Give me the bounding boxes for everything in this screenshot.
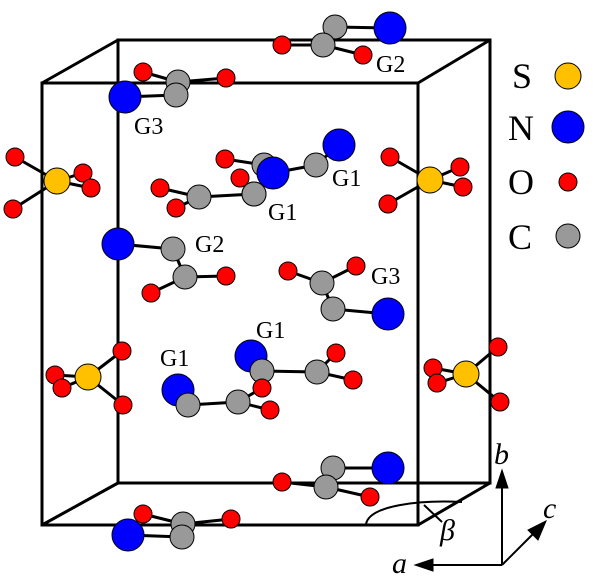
atom-n — [101, 227, 135, 261]
c-axis-label: c — [543, 492, 556, 525]
atom-o — [360, 487, 380, 507]
atom-o — [141, 283, 161, 303]
atom-o — [380, 147, 400, 167]
atom-o — [215, 149, 235, 169]
atom-o — [353, 45, 373, 65]
atom-c — [322, 14, 348, 40]
atom-n — [371, 451, 405, 485]
atom-s — [416, 166, 444, 194]
cell-edge — [417, 38, 491, 85]
atom-o — [272, 472, 292, 492]
group-label: G3 — [371, 264, 400, 290]
group-label: G2 — [195, 232, 224, 258]
cell-edge — [41, 38, 119, 85]
atom-o — [150, 178, 170, 198]
atom-o — [216, 68, 236, 88]
cell-edge — [417, 481, 491, 527]
atom-c — [160, 236, 186, 262]
legend-swatch-s — [554, 62, 582, 90]
legend-label-o: O — [508, 162, 534, 202]
atom-o — [278, 261, 298, 281]
atom-o — [252, 378, 272, 398]
atom-c — [313, 474, 339, 500]
legend-swatch-o — [558, 172, 578, 192]
atom-o — [216, 266, 236, 286]
atom-o — [73, 163, 93, 183]
atom-o — [378, 194, 398, 214]
atom-c — [309, 270, 335, 296]
atom-o — [113, 395, 133, 415]
atom-o — [5, 147, 25, 167]
atom-c — [241, 181, 267, 207]
atom-o — [346, 256, 366, 276]
atom-n — [373, 11, 407, 45]
beta-angle-label: β — [439, 514, 455, 547]
atom-o — [260, 400, 280, 420]
atom-n — [108, 80, 142, 114]
atom-c — [172, 264, 198, 290]
axis-indicator — [365, 468, 547, 572]
legend-label-n: N — [508, 108, 534, 148]
group-label: G1 — [268, 200, 297, 226]
beta-angle-tick — [423, 504, 443, 523]
cell-front-face — [40, 81, 420, 527]
group-label: G2 — [376, 52, 405, 78]
group-label: G1 — [160, 346, 189, 372]
b-axis-label: b — [494, 438, 509, 471]
atom-n — [111, 518, 145, 552]
cell-edge — [41, 481, 119, 527]
atom-o — [427, 373, 447, 393]
atom-c — [163, 82, 189, 108]
atom-c — [169, 524, 195, 550]
atom-c — [310, 32, 336, 58]
a-axis-label: a — [392, 547, 407, 580]
atom-o — [52, 378, 72, 398]
atom-n — [371, 297, 405, 331]
atom-o — [230, 168, 250, 188]
legend-label-c: C — [508, 217, 532, 257]
atom-c — [320, 296, 346, 322]
atom-o — [166, 198, 186, 218]
a-axis-arrow-icon — [413, 558, 434, 572]
atom-o — [133, 504, 153, 524]
atom-o — [133, 62, 153, 82]
atom-o — [81, 178, 101, 198]
group-labels: G2 G3 G1 G1 G2 G3 G1 G1 — [134, 52, 405, 372]
atom-c — [175, 392, 201, 418]
atom-c — [186, 184, 212, 210]
atom-c — [225, 389, 251, 415]
atom-s — [43, 167, 71, 195]
atom-o — [490, 392, 510, 412]
unit-cell-box — [40, 38, 492, 527]
beta-angle-arc — [365, 500, 463, 525]
c-axis-line — [501, 531, 536, 566]
atom-n — [256, 156, 290, 190]
atom-s — [74, 363, 102, 391]
atom-c — [303, 152, 329, 178]
legend: S N O C — [508, 56, 585, 257]
atom-o — [450, 157, 470, 177]
atom-s — [452, 360, 480, 388]
atom-o — [221, 509, 241, 529]
atom-o — [488, 337, 508, 357]
b-axis-arrow-icon — [495, 468, 509, 489]
group-label: G3 — [134, 114, 163, 140]
atom-o — [343, 370, 363, 390]
atom-n — [322, 128, 356, 162]
c-axis-arrow-icon — [527, 519, 547, 541]
atom-o — [272, 35, 292, 55]
legend-swatch-n — [551, 110, 585, 144]
legend-label-s: S — [512, 56, 532, 96]
atom-o — [326, 343, 346, 363]
legend-swatch-c — [555, 223, 581, 249]
group-label: G1 — [256, 318, 285, 344]
atom-o — [453, 177, 473, 197]
atom-o — [112, 341, 132, 361]
group-label: G1 — [332, 166, 361, 192]
atom-o — [3, 199, 23, 219]
atom-c — [304, 359, 330, 385]
